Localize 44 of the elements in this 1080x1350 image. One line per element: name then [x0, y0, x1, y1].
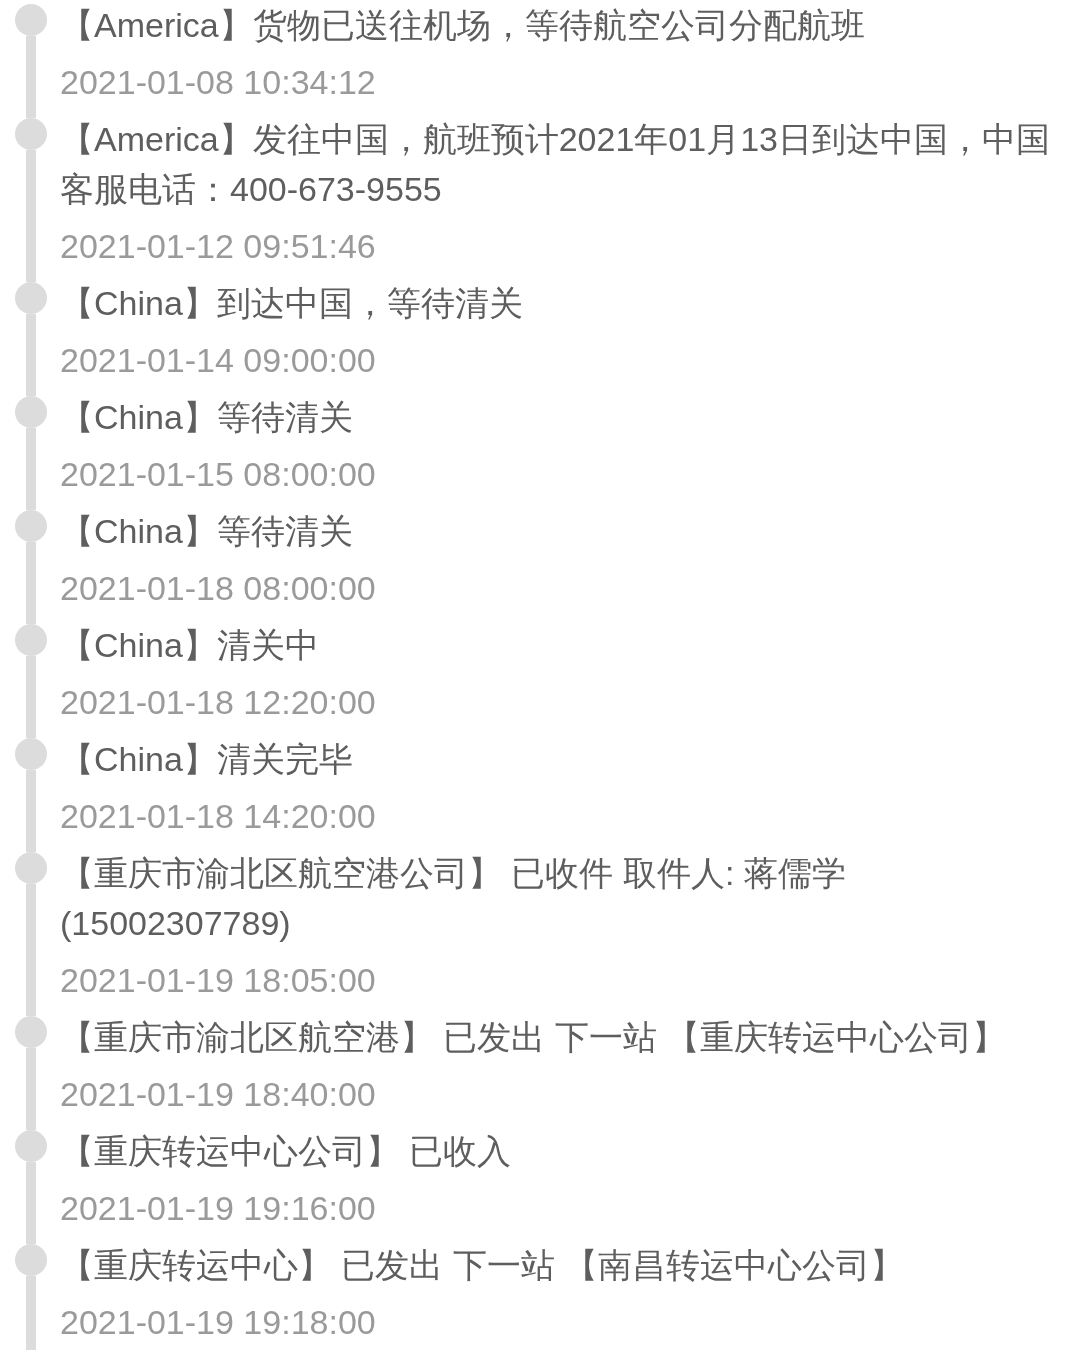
timeline-line [26, 1048, 36, 1130]
timeline-line [26, 542, 36, 624]
tracking-status-text: 【China】清关完毕 [60, 739, 353, 780]
timeline-dot [15, 1016, 47, 1048]
timeline-dot [15, 4, 47, 36]
timeline-line [26, 150, 36, 282]
tracking-status-text: 【重庆市渝北区航空港】 已发出 下一站 【重庆转运中心公司】 [60, 1017, 1007, 1058]
tracking-status-text: 【China】等待清关 [60, 511, 353, 552]
timeline-dot [15, 118, 47, 150]
timestamp-text: 2021-01-19 19:18:00 [60, 1302, 376, 1343]
timeline-dot [15, 738, 47, 770]
timeline-line [26, 36, 36, 118]
timeline-dot [15, 624, 47, 656]
tracking-status-text: 【America】货物已送往机场，等待航空公司分配航班 [60, 5, 865, 46]
tracking-status-text: 【China】到达中国，等待清关 [60, 283, 523, 324]
timestamp-text: 2021-01-19 18:05:00 [60, 960, 376, 1001]
timestamp-text: 2021-01-19 18:40:00 [60, 1074, 376, 1115]
timestamp-text: 2021-01-12 09:51:46 [60, 226, 376, 267]
timeline-line [26, 656, 36, 738]
timeline-dot [15, 852, 47, 884]
timestamp-text: 2021-01-08 10:34:12 [60, 62, 376, 103]
timeline-line [26, 1276, 36, 1350]
timeline-line [26, 314, 36, 396]
tracking-status-text: 【China】等待清关 [60, 397, 353, 438]
tracking-status-text: 【China】清关中 [60, 625, 319, 666]
timeline-dot [15, 396, 47, 428]
timeline-line [26, 428, 36, 510]
timeline-dot [15, 510, 47, 542]
timestamp-text: 2021-01-18 12:20:00 [60, 682, 376, 723]
tracking-status-text: 【重庆市渝北区航空港公司】 已收件 取件人: 蒋儒学 (15002307789) [60, 853, 847, 944]
timeline-dot [15, 282, 47, 314]
timeline-dot [15, 1244, 47, 1276]
timestamp-text: 2021-01-19 19:16:00 [60, 1188, 376, 1229]
tracking-status-text: 【重庆转运中心公司】 已收入 [60, 1131, 512, 1172]
timestamp-text: 2021-01-18 08:00:00 [60, 568, 376, 609]
timeline-line [26, 770, 36, 852]
timestamp-text: 2021-01-14 09:00:00 [60, 340, 376, 381]
timeline-line [26, 884, 36, 1016]
timeline-dot [15, 1130, 47, 1162]
timestamp-text: 2021-01-18 14:20:00 [60, 796, 376, 837]
tracking-status-text: 【America】发往中国，航班预计2021年01月13日到达中国，中国客服电话：400-673-9555 [60, 119, 1051, 210]
tracking-status-text: 【重庆转运中心】 已发出 下一站 【南昌转运中心公司】 [60, 1245, 905, 1286]
timestamp-text: 2021-01-15 08:00:00 [60, 454, 376, 495]
timeline-line [26, 1162, 36, 1244]
